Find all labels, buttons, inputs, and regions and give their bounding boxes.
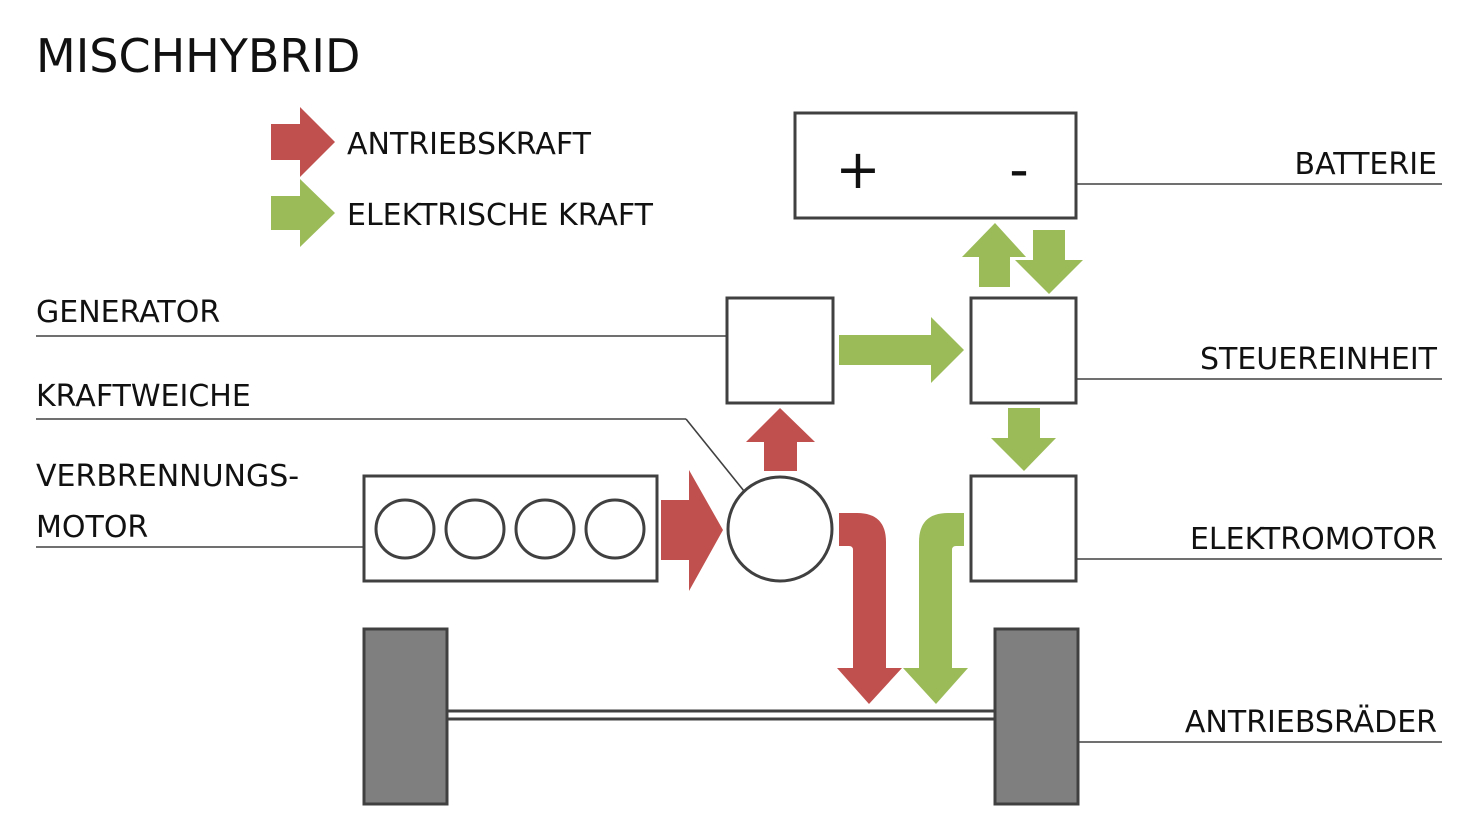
battery-label: BATTERIE [1295,147,1438,182]
drive-wheels-label: ANTRIEBSRÄDER [1185,704,1437,740]
power-split-to-axle-arrow [837,513,902,704]
battery-plus-sign: + [835,138,880,201]
engine-to-power-split-arrow [661,470,723,591]
generator-label: GENERATOR [36,295,220,330]
battery-box [793,111,1078,220]
right-drive-wheel [993,627,1080,806]
engine-label-line1: VERBRENNUNGS- [36,459,299,494]
power-split-leader-line-diagonal [685,418,745,492]
electric-motor-box [969,474,1078,583]
engine-label-line2: MOTOR [36,510,148,545]
battery-discharge-arrow-down [1015,230,1083,294]
control-unit-box [969,296,1078,405]
power-split-to-generator-arrow [746,408,815,471]
engine-cylinder-1 [374,498,436,560]
legend-drive-force-label: ANTRIEBSKRAFT [347,127,592,162]
legend-electric-force-label: ELEKTRISCHE KRAFT [347,198,654,233]
battery-minus-sign: - [1009,138,1029,201]
legend-drive-force-arrow [271,107,335,177]
control-to-motor-arrow [991,408,1056,471]
power-split-circle [726,475,834,583]
electric-motor-label: ELEKTROMOTOR [1190,522,1437,557]
drive-axle [445,709,997,721]
battery-charge-arrow-up [962,223,1026,287]
legend-electric-force-arrow [271,179,335,247]
generator-to-control-arrow [839,317,964,383]
engine-cylinder-2 [444,498,506,560]
generator-box [725,296,835,405]
diagram-title: MISCHHYBRID [36,29,360,83]
engine-cylinder-4 [584,498,646,560]
control-unit-label: STEUEREINHEIT [1200,342,1438,377]
engine-cylinder-3 [514,498,576,560]
left-drive-wheel [362,627,449,806]
power-split-label: KRAFTWEICHE [36,379,251,414]
motor-to-axle-arrow [903,513,968,704]
